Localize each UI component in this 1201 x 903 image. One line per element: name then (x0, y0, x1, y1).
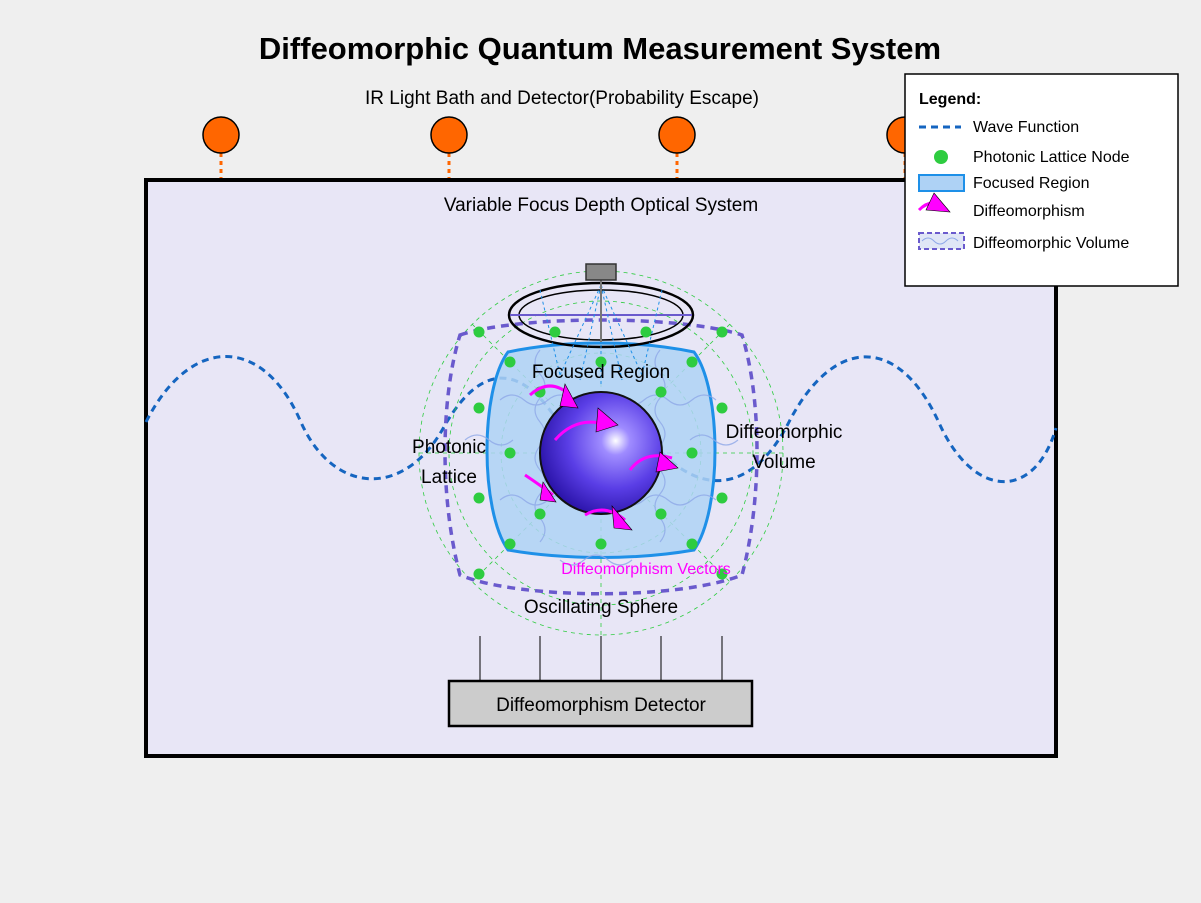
dashed-rect-icon (918, 232, 965, 250)
ir-bath-label: IR Light Bath and Detector(Probability E… (365, 88, 759, 109)
lattice-node-icon (716, 402, 728, 414)
lattice-node-icon (686, 356, 698, 368)
legend-item-lattice-node: Photonic Lattice Node (973, 149, 1130, 166)
diffeomorphism-arrowheads (539, 383, 679, 531)
diffeomorphic-volume-label-2: Volume (752, 452, 815, 473)
diffeomorphic-volume-label-1: Diffeomorphic (726, 422, 843, 443)
arrowhead-icon (595, 407, 619, 433)
arrowhead-icon (655, 451, 679, 473)
arrowhead-icon (611, 505, 633, 531)
detector-label: Diffeomorphism Detector (496, 695, 706, 716)
lattice-node-icon (504, 538, 516, 550)
legend: Legend: Wave Function Photonic Lattice N… (904, 73, 1179, 287)
ir-source-icon (658, 116, 696, 154)
diffeomorphism-vectors-label: Diffeomorphism Vectors (561, 561, 731, 578)
legend-item-focused-region: Focused Region (973, 175, 1090, 192)
ir-source-icon (430, 116, 468, 154)
arrowhead-icon (539, 481, 557, 503)
diffeomorphism-detector (447, 679, 754, 728)
lattice-node-icon (655, 386, 667, 398)
blue-rect-icon (918, 174, 965, 192)
oscillating-sphere-label: Oscillating Sphere (524, 597, 678, 618)
lattice-node-icon (473, 402, 485, 414)
diagram-title: Diffeomorphic Quantum Measurement System (259, 31, 941, 66)
lattice-node-icon (473, 568, 485, 580)
lattice-node-icon (504, 356, 516, 368)
arrowhead-icon (559, 383, 579, 409)
lattice-node-icon (595, 538, 607, 550)
lens-assembly (507, 263, 695, 385)
legend-title: Legend: (919, 91, 981, 108)
detector-probes (479, 636, 723, 681)
photonic-lattice-label-1: Photonic (412, 437, 486, 458)
lattice-node-icon (716, 326, 728, 338)
optical-system-label: Variable Focus Depth Optical System (444, 195, 758, 216)
green-dot-icon (934, 150, 948, 164)
diffeomorphic-volume (443, 318, 759, 596)
ir-sources (202, 116, 924, 181)
lattice-node-icon (534, 508, 546, 520)
lattice-node-icon (473, 492, 485, 504)
lattice-node-icon (549, 326, 561, 338)
lattice-node-icon (640, 326, 652, 338)
lattice-node-icon (716, 492, 728, 504)
ir-source-icon (202, 116, 240, 154)
focused-region-label: Focused Region (532, 362, 670, 383)
lattice-nodes (473, 326, 728, 580)
oscillating-sphere (539, 391, 663, 515)
lattice-node-icon (504, 447, 516, 459)
legend-item-diffeomorphism: Diffeomorphism (973, 203, 1085, 220)
legend-item-diffeomorphic-volume: Diffeomorphic Volume (973, 235, 1129, 252)
lattice-node-icon (686, 447, 698, 459)
legend-item-wave-function: Wave Function (973, 119, 1079, 136)
lens-mount-icon (585, 263, 617, 281)
magenta-arrow-icon (917, 192, 951, 213)
lattice-node-icon (716, 568, 728, 580)
lattice-node-icon (473, 326, 485, 338)
lattice-node-icon (686, 538, 698, 550)
photonic-lattice-label-2: Lattice (421, 467, 477, 488)
lattice-node-icon (595, 356, 607, 368)
wave-function-curve (144, 355, 1058, 483)
lattice-node-icon (655, 508, 667, 520)
